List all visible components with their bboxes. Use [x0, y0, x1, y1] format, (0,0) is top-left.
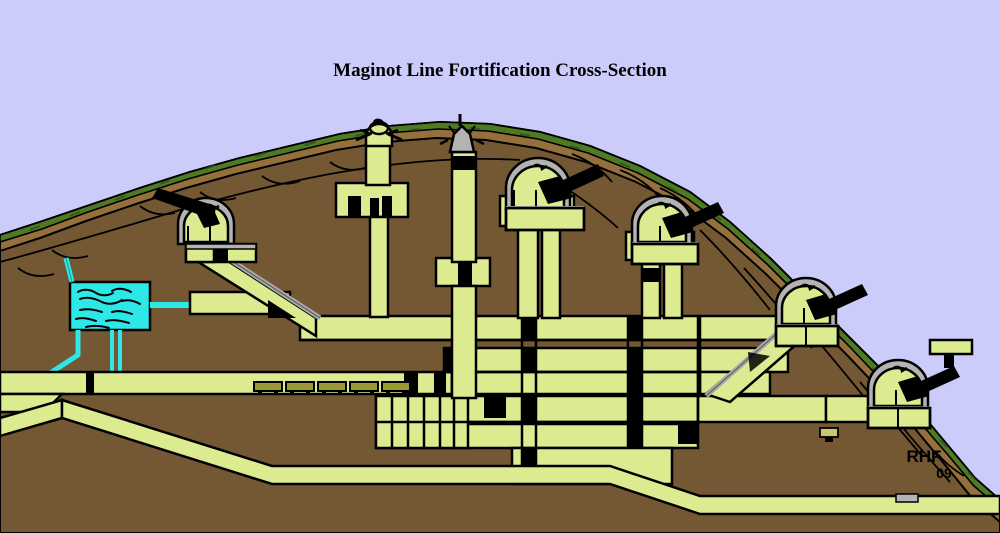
grass-surface-layer: [0, 121, 1000, 510]
gun-barrel: [152, 188, 220, 228]
observation-cloche-west: [355, 118, 403, 148]
reservoir-intake-pipe-top: [63, 257, 75, 283]
page-title: Maginot Line Fortification Cross-Section: [333, 60, 667, 81]
water-wave-lines: [75, 287, 141, 329]
lift-shaft-3: [516, 224, 562, 320]
gun-barrel: [898, 366, 960, 402]
lift-shaft-2: [450, 150, 478, 400]
signature-year: 09: [936, 465, 952, 481]
rail-wagon-wheels: [258, 391, 406, 394]
lower-access-tunnel: [0, 398, 1000, 516]
gun-turret-2: [504, 156, 604, 232]
service-cart: [819, 427, 839, 442]
gun-turret-3: [630, 194, 724, 266]
gun-barrel: [662, 202, 724, 238]
supply-rail-tunnel: [253, 381, 411, 394]
lift-shaft-4: [640, 258, 684, 320]
signature-initials: RHF: [907, 447, 942, 466]
gun-barrel: [806, 284, 868, 320]
surface-entrance-block: [928, 338, 974, 356]
gallery-partition-lines: [300, 316, 788, 484]
artist-signature: RHF 09: [907, 447, 952, 481]
gun-turret-1: [152, 188, 258, 264]
gun-barrel: [538, 164, 604, 204]
rail-wagon: [253, 381, 411, 392]
gun-turret-5: [866, 358, 960, 430]
reservoir-feed-pipe-center: [110, 330, 122, 378]
periscope-cloche-center: [439, 114, 485, 154]
shaft-dark-hatches: [370, 156, 660, 282]
gallery-doorways: [86, 316, 954, 484]
gun-turret-4: [774, 276, 868, 348]
water-reservoir: [68, 280, 152, 332]
lift-shaft-1: [364, 143, 392, 319]
